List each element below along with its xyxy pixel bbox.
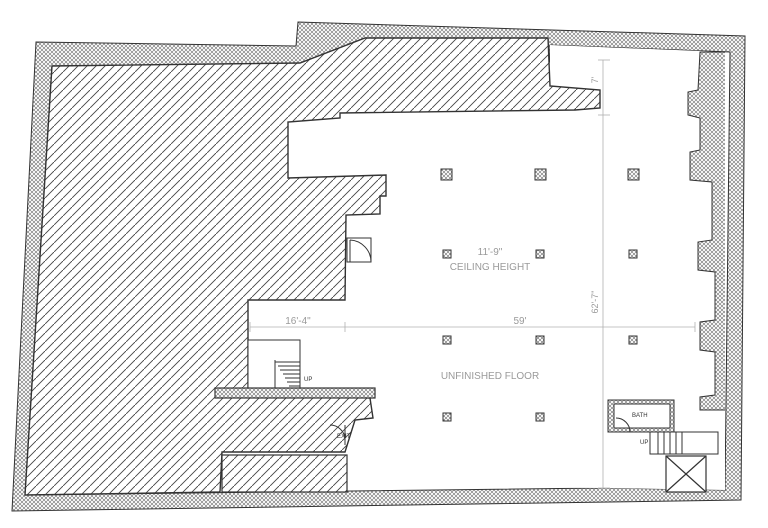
dimension-depth: 62'-7": [590, 291, 600, 314]
column: [442, 335, 452, 345]
columns: [440, 168, 640, 422]
column: [442, 249, 452, 259]
dimension-main-width: 59': [513, 316, 526, 327]
column: [628, 335, 638, 345]
up-label-right: UP: [640, 440, 648, 446]
dimension-lines: [249, 59, 696, 489]
bath-label: BATH: [632, 413, 648, 419]
ceiling-height-text: CEILING HEIGHT: [450, 262, 531, 273]
column: [535, 249, 545, 259]
ceiling-height-value: 11'-9": [478, 247, 503, 258]
dimension-top-depth: 7': [590, 76, 600, 83]
column: [628, 249, 638, 259]
column: [535, 335, 545, 345]
door-swing-left: [346, 237, 372, 263]
east-wall-pilasters: [687, 51, 725, 411]
exit-door: [329, 424, 346, 445]
column: [627, 168, 640, 181]
exit-label: EXIT: [337, 434, 351, 440]
elevator-shaft: [665, 455, 707, 493]
stair-right: [649, 431, 719, 455]
stair-left: [247, 339, 301, 393]
column: [535, 412, 545, 422]
up-label-left: UP: [304, 377, 312, 383]
unfinished-floor-area: [248, 45, 725, 490]
column: [442, 412, 452, 422]
column: [440, 168, 453, 181]
lower-left-blocks: [214, 387, 376, 493]
bath-room: [607, 399, 675, 433]
hatched-region: [24, 37, 601, 496]
column: [534, 168, 547, 181]
dimension-left-width: 16'-4": [285, 316, 311, 327]
floor-label: UNFINISHED FLOOR: [441, 371, 539, 382]
